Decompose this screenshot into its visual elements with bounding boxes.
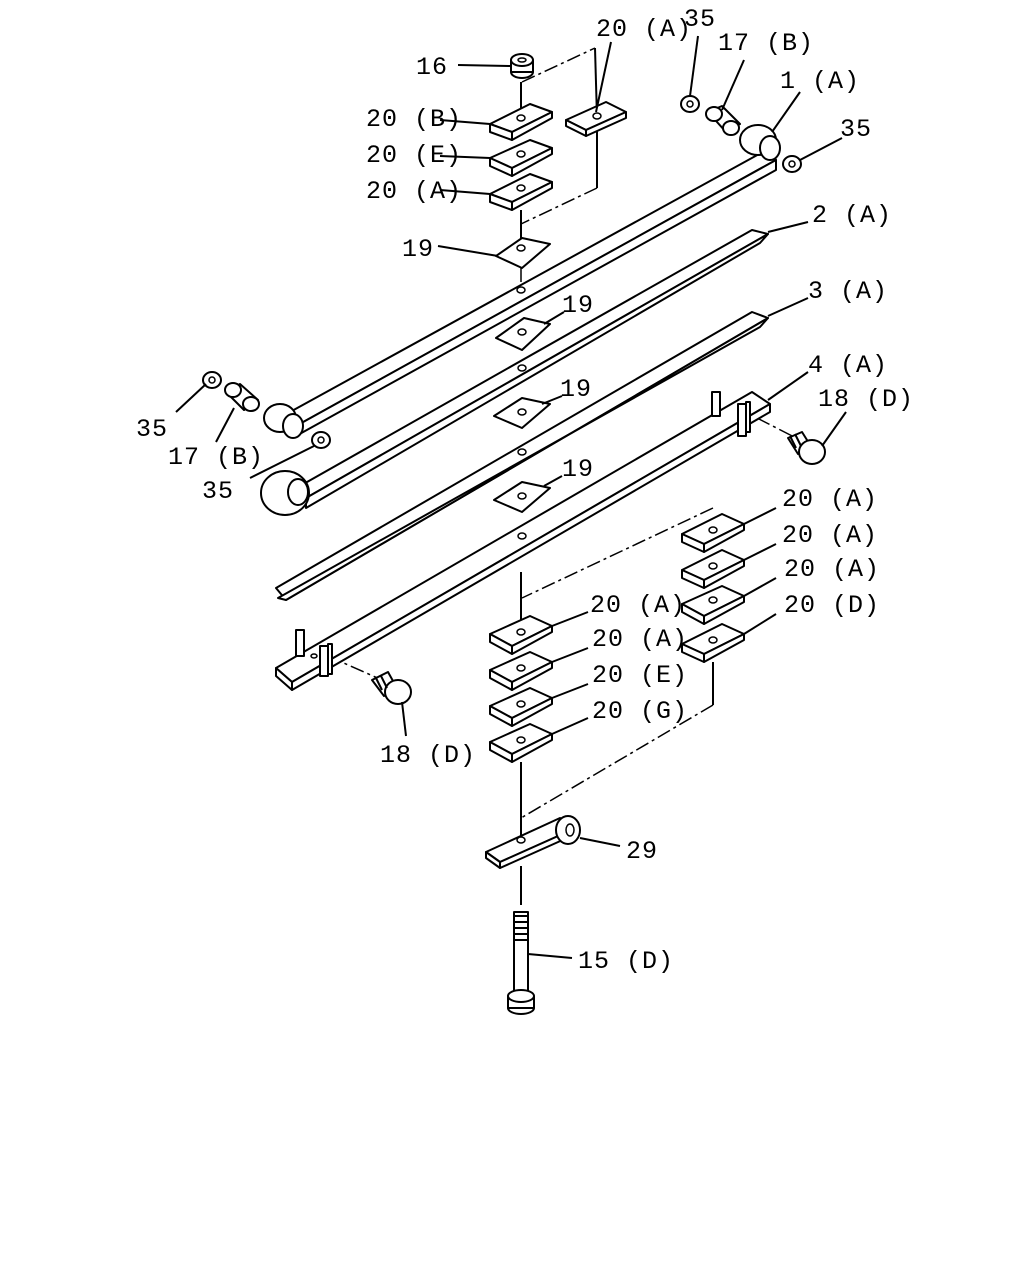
leaf-2a-center-hole xyxy=(517,364,527,372)
label-16: 16 xyxy=(416,53,448,82)
label-19-leaf3: 19 xyxy=(562,455,594,484)
label-20a-right-3: 20 (A) xyxy=(784,555,880,584)
bushing-17b-right xyxy=(705,105,741,136)
shim-20b xyxy=(489,103,553,141)
part-labels: 16 20 (A) 35 17 (B) 1 (A) 35 20 (B) 20 (… xyxy=(136,5,914,976)
label-35-left-lower: 35 xyxy=(202,477,234,506)
label-2a: 2 (A) xyxy=(812,201,892,230)
shim-20g-lower xyxy=(489,723,553,763)
label-20a-top-stack: 20 (A) xyxy=(366,177,462,206)
label-1a: 1 (A) xyxy=(780,67,860,96)
label-15d: 15 (D) xyxy=(578,947,674,976)
shim-20e-upper xyxy=(489,139,553,177)
shim-20d-right-4 xyxy=(681,623,745,663)
shim-20a-right-1 xyxy=(681,513,745,553)
label-20e-top: 20 (E) xyxy=(366,141,462,170)
leaf-eye-left xyxy=(263,403,304,439)
label-35-right: 35 xyxy=(840,115,872,144)
label-20a-right-1: 20 (A) xyxy=(782,485,878,514)
shim-20a-lower-2 xyxy=(489,651,553,691)
label-19-top: 19 xyxy=(402,235,434,264)
label-35-left: 35 xyxy=(136,415,168,444)
washer-35-left-lower xyxy=(311,431,331,449)
leader-lines xyxy=(175,35,847,959)
label-17b-top-right: 17 (B) xyxy=(718,29,814,58)
label-35-top-right: 35 xyxy=(684,5,716,34)
washer-35-left xyxy=(202,371,222,389)
pad-19-leaf2 xyxy=(493,397,551,429)
label-17b-left: 17 (B) xyxy=(168,443,264,472)
label-20b: 20 (B) xyxy=(366,105,462,134)
label-20d-right-4: 20 (D) xyxy=(784,591,880,620)
shim-20e-lower xyxy=(489,687,553,727)
washer-35-right xyxy=(782,155,802,173)
label-19-leaf2: 19 xyxy=(560,375,592,404)
leaf-4a-center-hole xyxy=(517,532,527,540)
label-20g-mid-4: 20 (G) xyxy=(592,697,688,726)
washer-35-top-right xyxy=(680,95,700,113)
shim-20a-upper xyxy=(489,173,553,211)
label-4a: 4 (A) xyxy=(808,351,888,380)
shim-20a-right-3 xyxy=(681,585,745,625)
leaf-3a-center-hole xyxy=(517,448,527,456)
bolt-18d-left xyxy=(371,671,412,705)
shim-20a-right-2 xyxy=(681,549,745,589)
pad-19-top xyxy=(495,237,551,269)
label-20a-mid-1: 20 (A) xyxy=(590,591,686,620)
rebound-clip-right xyxy=(711,391,751,437)
label-20e-mid-3: 20 (E) xyxy=(592,661,688,690)
label-19-leaf1: 19 xyxy=(562,291,594,320)
spring-leaf-3a xyxy=(275,311,769,601)
label-20a-right-2: 20 (A) xyxy=(782,521,878,550)
label-29: 29 xyxy=(626,837,658,866)
bracket-29 xyxy=(485,815,581,869)
label-18d-right: 18 (D) xyxy=(818,385,914,414)
label-18d-left: 18 (D) xyxy=(380,741,476,770)
center-bolt-15d xyxy=(507,911,535,1015)
bushing-17b-left xyxy=(224,382,260,412)
label-3a: 3 (A) xyxy=(808,277,888,306)
guide-lines xyxy=(327,47,801,905)
rebound-clip-left xyxy=(295,629,333,677)
shim-20a-lower-1 xyxy=(489,615,553,655)
leaf-2a-wrapped-eye xyxy=(260,470,310,516)
label-20a-top: 20 (A) xyxy=(596,15,692,44)
pad-19-leaf1 xyxy=(495,317,551,351)
nut-16 xyxy=(510,53,534,79)
leaf-eye-right xyxy=(739,124,781,161)
shim-20a-upper-right xyxy=(565,101,627,137)
pad-19-leaf3 xyxy=(493,481,551,513)
label-20a-mid-2: 20 (A) xyxy=(592,625,688,654)
leaf-1a-center-hole xyxy=(516,286,526,294)
bolt-18d-right xyxy=(787,431,826,465)
